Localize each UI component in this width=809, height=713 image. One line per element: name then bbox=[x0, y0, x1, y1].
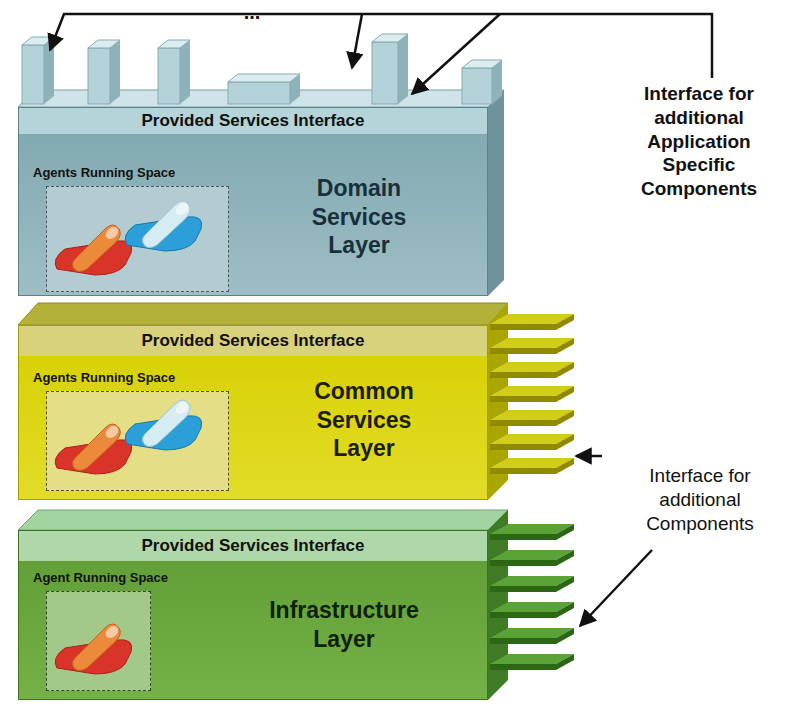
callout-text: Interface for additional Application Spe… bbox=[614, 82, 784, 201]
agent-space-box: Agents Running Space bbox=[46, 391, 229, 491]
pillar-front bbox=[22, 45, 44, 104]
pillar-side bbox=[180, 40, 190, 104]
callout-text: Interface for additional Components bbox=[612, 464, 788, 535]
slab-side-face bbox=[488, 90, 504, 296]
agent-space-box: Agents Running Space bbox=[46, 186, 229, 292]
pillar-front bbox=[228, 82, 290, 104]
interface-label: Provided Services Interface bbox=[141, 536, 364, 556]
component-pillars bbox=[22, 34, 502, 104]
slab-top-face bbox=[18, 303, 508, 325]
interface-band: Provided Services Interface bbox=[19, 108, 487, 134]
pillar-top bbox=[22, 37, 54, 45]
pillar-top bbox=[462, 60, 502, 68]
space-heading: Agents Running Space bbox=[33, 370, 175, 385]
leader-line bbox=[412, 14, 500, 94]
agent-icons bbox=[47, 392, 228, 490]
pillar-side bbox=[110, 40, 120, 104]
pillar-front bbox=[462, 68, 492, 104]
layer-slab: Domain Services Layer Provided Services I… bbox=[18, 107, 488, 296]
agent-space-box: Agent Running Space bbox=[46, 591, 151, 691]
plate-edge bbox=[490, 550, 574, 566]
agent-icon bbox=[55, 225, 132, 275]
ellipsis-mark: ... bbox=[232, 0, 272, 25]
agent-icon bbox=[125, 400, 202, 450]
plate-edge bbox=[490, 602, 574, 618]
agent-icon bbox=[55, 624, 132, 674]
agent-icon bbox=[125, 201, 202, 251]
agent-icon bbox=[55, 424, 132, 474]
layer-name: Common Services Layer bbox=[289, 377, 439, 463]
plate-edge bbox=[490, 576, 574, 592]
pillar-side bbox=[44, 37, 54, 104]
plate-edge bbox=[490, 338, 574, 354]
pillar-top bbox=[88, 40, 120, 48]
plate-edge bbox=[490, 434, 574, 450]
interface-label: Provided Services Interface bbox=[141, 331, 364, 351]
pillar-front bbox=[88, 48, 110, 104]
space-heading: Agent Running Space bbox=[33, 570, 168, 585]
pillar-top bbox=[372, 34, 408, 42]
plate-edge bbox=[490, 410, 574, 426]
plate-edge bbox=[490, 524, 574, 540]
leader-line bbox=[50, 14, 712, 78]
space-heading: Agents Running Space bbox=[33, 165, 175, 180]
interface-band: Provided Services Interface bbox=[19, 326, 487, 356]
slab-top-face bbox=[18, 510, 508, 530]
interface-label: Provided Services Interface bbox=[141, 111, 364, 131]
plate-edge bbox=[490, 628, 574, 644]
plate-edge bbox=[490, 654, 574, 670]
leader-line bbox=[576, 455, 602, 458]
pillar-front bbox=[372, 42, 398, 104]
pillar-top bbox=[228, 74, 300, 82]
agent-icons bbox=[47, 187, 228, 291]
interface-band: Provided Services Interface bbox=[19, 531, 487, 561]
pillar-side bbox=[398, 34, 408, 104]
plate-edge bbox=[490, 362, 574, 378]
pillar-front bbox=[158, 48, 180, 104]
component-plates bbox=[490, 314, 574, 670]
agent-icons bbox=[47, 592, 150, 690]
layer-name: Domain Services Layer bbox=[284, 174, 434, 260]
pillar-top bbox=[158, 40, 190, 48]
layer-slab: Common Services Layer Provided Services I… bbox=[18, 325, 488, 500]
leader-line bbox=[580, 550, 652, 626]
layer-slab: Infrastructure Layer Provided Services In… bbox=[18, 530, 488, 700]
plate-edge bbox=[490, 386, 574, 402]
plate-edge bbox=[490, 314, 574, 330]
leader-line bbox=[352, 14, 362, 68]
plate-edge bbox=[490, 458, 574, 474]
layer-name: Infrastructure Layer bbox=[269, 596, 419, 654]
